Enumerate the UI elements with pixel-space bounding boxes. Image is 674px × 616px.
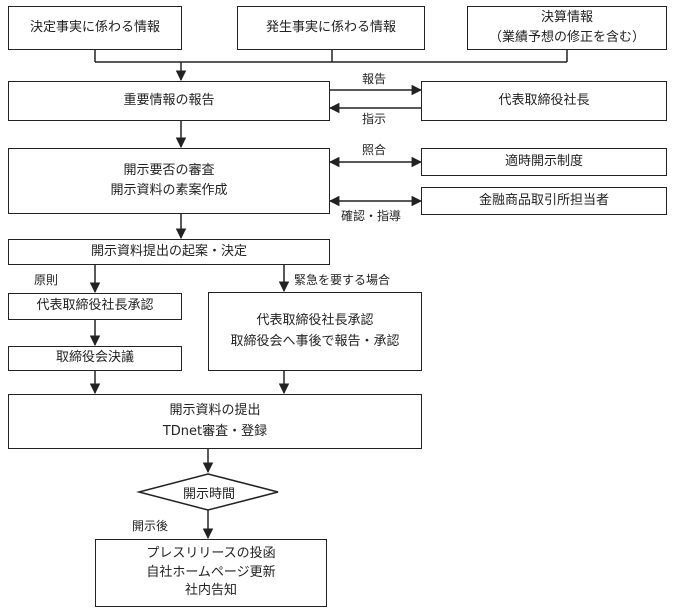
exchange-staff-label: 金融商品取引所担当者 bbox=[478, 192, 609, 208]
final-actions-line2: 自社ホームページ更新 bbox=[146, 564, 276, 580]
settlement-info-line1: 決算情報 bbox=[540, 9, 593, 25]
disclosure-review-line1: 開示要否の審査 bbox=[123, 162, 215, 178]
disclosure-submit-line1: 開示資料の提出 bbox=[169, 403, 261, 419]
decision-info-box: 決定事実に係わる情報 bbox=[8, 6, 182, 50]
decision-info-label: 決定事実に係わる情報 bbox=[29, 19, 160, 35]
timely-disclosure-label: 適時開示制度 bbox=[504, 153, 583, 169]
settlement-info-line2: （業績予想の修正を含む） bbox=[488, 30, 645, 45]
ceo-approval-label: 代表取締役社長承認 bbox=[36, 298, 154, 314]
ceo-approval-box: 代表取締役社長承認 bbox=[8, 293, 182, 320]
principle-label: 原則 bbox=[34, 273, 59, 287]
occurrence-info-label: 発生事実に係わる情報 bbox=[265, 19, 396, 35]
consult-label: 照合 bbox=[362, 143, 387, 157]
occurrence-info-box: 発生事実に係わる情報 bbox=[237, 6, 425, 50]
instruction-label: 指示 bbox=[362, 112, 387, 126]
disclosure-time-label: 開示時間 bbox=[182, 486, 235, 502]
disclosure-review-line2: 開示資料の素案作成 bbox=[110, 183, 228, 198]
final-actions-box: プレスリリースの投函 自社ホームページ更新 社内告知 bbox=[95, 539, 327, 607]
board-resolution-box: 取締役会決議 bbox=[8, 346, 182, 371]
final-actions-line3: 社内告知 bbox=[184, 583, 237, 599]
final-actions-line1: プレスリリースの投函 bbox=[146, 545, 276, 561]
important-info-report-box: 重要情報の報告 bbox=[8, 81, 330, 121]
report-label: 報告 bbox=[362, 72, 387, 86]
ceo-label: 代表取締役社長 bbox=[498, 92, 590, 108]
disclosure-proposal-label: 開示資料提出の起案・決定 bbox=[90, 243, 247, 259]
disclosure-review-box: 開示要否の審査 開示資料の素案作成 bbox=[8, 148, 330, 214]
disclosure-proposal-box: 開示資料提出の起案・決定 bbox=[8, 239, 330, 265]
disclosure-submit-box: 開示資料の提出 TDnet審査・登録 bbox=[8, 394, 422, 449]
timely-disclosure-box: 適時開示制度 bbox=[421, 148, 667, 176]
disclosure-time-diamond bbox=[136, 473, 279, 511]
exchange-staff-box: 金融商品取引所担当者 bbox=[421, 187, 667, 215]
urgent-approval-line2: 取締役会へ事後で報告・承認 bbox=[230, 333, 400, 349]
ceo-box: 代表取締役社長 bbox=[421, 81, 667, 121]
disclosure-submit-line2: TDnet審査・登録 bbox=[162, 423, 268, 439]
settlement-info-box: 決算情報 （業績予想の修正を含む） bbox=[467, 6, 667, 50]
after-disclosure-label: 開示後 bbox=[132, 519, 169, 533]
important-info-report-label: 重要情報の報告 bbox=[123, 92, 215, 108]
confirm-guidance-label: 確認・指導 bbox=[341, 209, 402, 223]
urgent-label: 緊急を要する場合 bbox=[294, 273, 391, 287]
urgent-approval-line1: 代表取締役社長承認 bbox=[256, 313, 374, 329]
urgent-approval-box: 代表取締役社長承認 取締役会へ事後で報告・承認 bbox=[208, 292, 422, 371]
board-resolution-label: 取締役会決議 bbox=[55, 350, 134, 366]
